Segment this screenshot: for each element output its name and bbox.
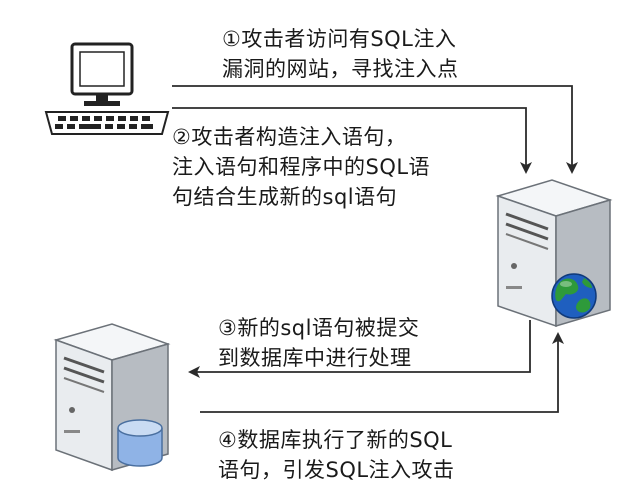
step-2-line-3: 句结合生成新的sql语句: [172, 185, 398, 209]
step-2-label: ②攻击者构造注入语句， 注入语句和程序中的SQL语 句结合生成新的sql语句: [172, 122, 430, 212]
step-4-line-1: ④数据库执行了新的SQL: [218, 428, 453, 452]
step-2-line-1: ②攻击者构造注入语句，: [172, 125, 407, 149]
arrow-step-4: [200, 332, 564, 413]
step-4-label: ④数据库执行了新的SQL 语句，引发SQL注入攻击: [218, 425, 455, 485]
globe-icon: [551, 273, 597, 319]
step-4-line-2: 语句，引发SQL注入攻击: [218, 458, 455, 482]
step-3-line-2: 到数据库中进行处理: [218, 346, 412, 370]
step-2-line-2: 注入语句和程序中的SQL语: [172, 155, 431, 179]
step-1-line-1: ①攻击者访问有SQL注入: [222, 27, 457, 51]
arrow-step-3: [188, 320, 531, 378]
step-3-line-1: ③新的sql语句被提交: [218, 316, 420, 340]
step-1-label: ①攻击者访问有SQL注入 漏洞的网站，寻找注入点: [222, 24, 459, 84]
attacker-computer-icon: [44, 42, 170, 135]
step-1-line-2: 漏洞的网站，寻找注入点: [222, 57, 459, 81]
database-icon: [117, 419, 163, 467]
step-3-label: ③新的sql语句被提交 到数据库中进行处理: [218, 313, 419, 373]
arrow-step-2: [172, 107, 532, 174]
arrow-step-1: [172, 85, 578, 174]
